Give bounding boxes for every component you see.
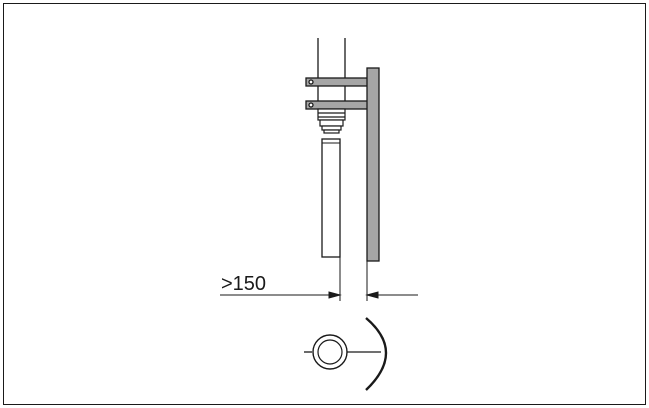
dimension-arrow-right-icon bbox=[365, 291, 379, 299]
upper-bolt-icon bbox=[308, 79, 314, 85]
wall bbox=[366, 67, 380, 262]
dimension-label: >150 bbox=[221, 273, 266, 295]
figure-frame bbox=[3, 3, 646, 405]
probe-inner-circle bbox=[317, 339, 343, 365]
lower-bolt-icon bbox=[308, 102, 314, 108]
dimension-extension-lines bbox=[339, 257, 368, 301]
top-view-symbol bbox=[304, 317, 388, 391]
probe-rod bbox=[321, 138, 341, 258]
dimension-arrow-left-icon bbox=[328, 291, 342, 299]
dimension-line bbox=[220, 291, 418, 299]
mounting-pipe bbox=[317, 38, 346, 101]
wall-arc bbox=[365, 317, 388, 391]
upper-clamp-bracket bbox=[305, 77, 369, 87]
sensor-housing bbox=[317, 108, 346, 134]
lower-clamp-bracket bbox=[305, 100, 369, 110]
